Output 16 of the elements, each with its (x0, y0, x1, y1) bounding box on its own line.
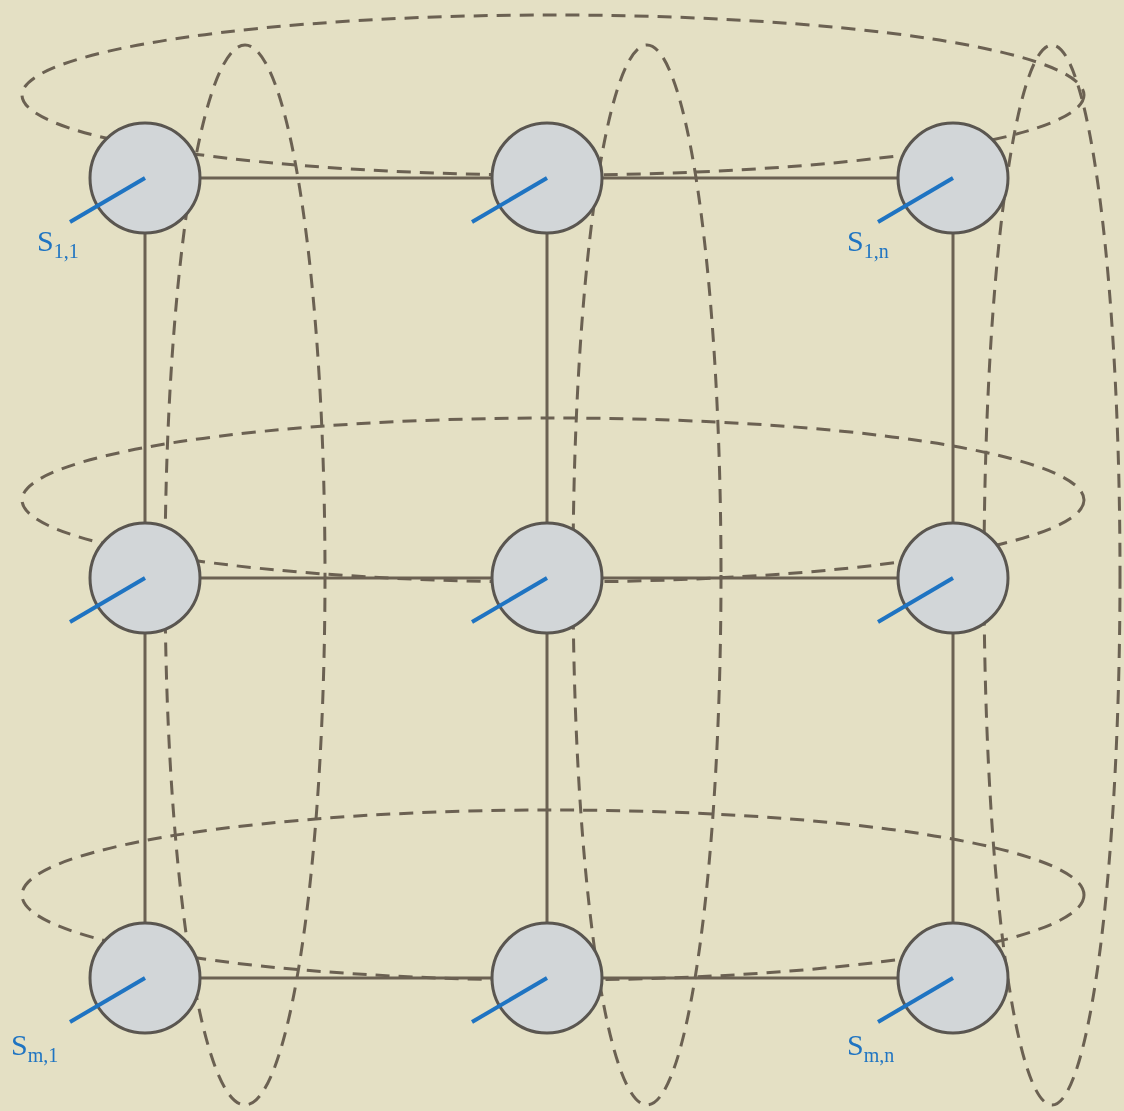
grid-line (545, 633, 549, 923)
grid-line (200, 576, 492, 580)
grid-line (545, 233, 549, 523)
grid-line (602, 576, 898, 580)
site-label: S$_{m,1}$ (11, 1030, 59, 1065)
grid-line (951, 233, 955, 523)
grid-line (143, 633, 147, 923)
grid-line (602, 976, 898, 980)
grid-line (200, 976, 492, 980)
site-label: S$_{1,1}$ (37, 226, 79, 261)
site-label: S$_{m,n}$ (847, 1030, 895, 1065)
grid-line (143, 233, 147, 523)
grid-line (602, 176, 898, 180)
grid-line (951, 633, 955, 923)
grid-line (200, 176, 492, 180)
site-label: S$_{1,n}$ (847, 226, 889, 261)
